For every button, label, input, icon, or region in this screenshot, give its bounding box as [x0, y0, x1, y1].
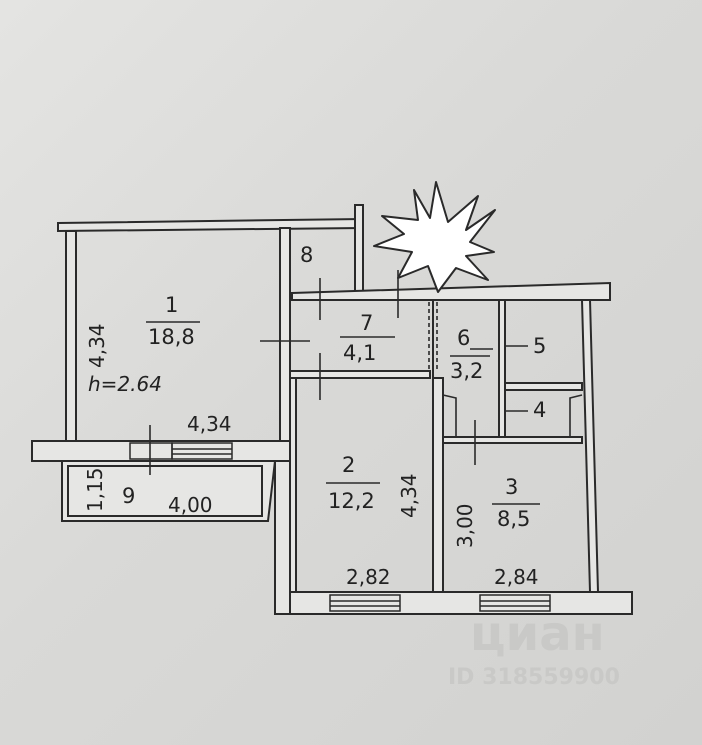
dim-room2-width: 2,82 [346, 565, 391, 589]
star-blot [373, 181, 496, 293]
ceiling-height: h=2.64 [88, 372, 162, 396]
watermark-id: ID 318559900 [448, 665, 620, 690]
windows [129, 442, 551, 612]
dim-room3-height: 3,00 [453, 503, 477, 548]
room-4-number: 4 [533, 398, 546, 422]
dim-room1-width: 4,34 [187, 412, 232, 436]
watermark-brand: циан [470, 606, 605, 662]
room-8-number: 8 [300, 243, 313, 267]
dim-balcony-width: 1,15 [83, 467, 107, 512]
room-3-number: 3 [505, 475, 518, 499]
room-1-number: 1 [165, 293, 178, 317]
walls [31, 204, 633, 615]
fraction-lines [146, 321, 540, 505]
dimension-labels: 4,34 4,34 4,00 1,15 4,34 2,82 3,00 2,84 [83, 323, 539, 589]
room-labels: 1 18,8 2 12,2 3 8,5 4 5 6 3,2 7 4,1 8 9 … [88, 243, 546, 531]
room-3-area: 8,5 [497, 507, 530, 531]
room-6-number: 6 [457, 326, 470, 350]
dim-balcony-length: 4,00 [168, 493, 213, 517]
room-5-number: 5 [533, 334, 546, 358]
dim-room3-width: 2,84 [494, 565, 539, 589]
room-2-area: 12,2 [328, 489, 375, 513]
window-room2 [329, 594, 401, 612]
room-7-area: 4,1 [343, 341, 376, 365]
window-room3 [479, 594, 551, 612]
balcony-door [129, 442, 173, 460]
room-7-number: 7 [360, 311, 373, 335]
room-2-number: 2 [342, 453, 355, 477]
room-6-area: 3,2 [450, 359, 483, 383]
dim-room1-height: 4,34 [85, 323, 109, 368]
room-1-area: 18,8 [148, 325, 195, 349]
balcony [61, 460, 277, 522]
room-9-number: 9 [122, 484, 135, 508]
door-marks [149, 270, 583, 475]
dim-room2-height: 4,34 [397, 473, 421, 518]
watermark: циан ID 318559900 [448, 606, 620, 690]
